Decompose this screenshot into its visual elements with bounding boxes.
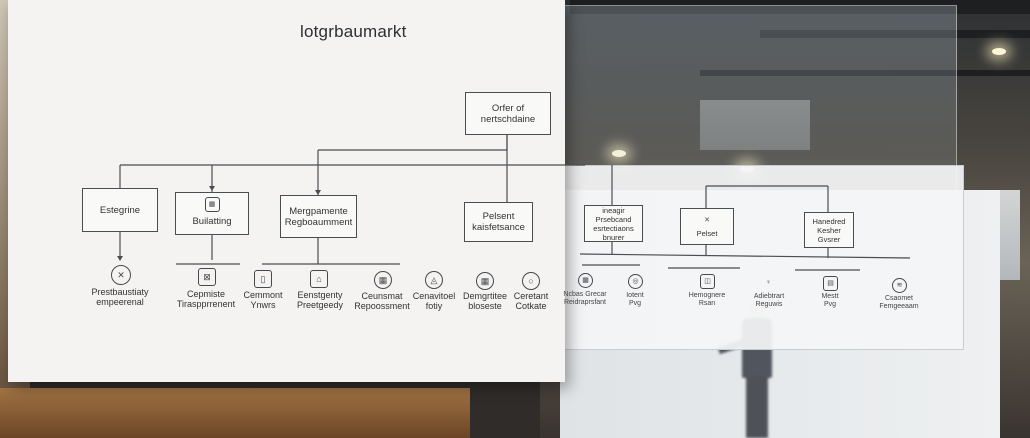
- grid-icon: ▦: [578, 273, 593, 288]
- desk: [0, 388, 470, 438]
- leaf-label-line: Ceunsmat: [361, 291, 403, 301]
- right-leaf-label: Ncbas Grecar Reidraprsfant: [560, 291, 610, 307]
- ceiling-beam: [700, 70, 1030, 76]
- fork-icon: ✕: [704, 216, 710, 224]
- cup-icon: ◫: [700, 274, 715, 289]
- leaf-label-line: Tiraspprrenent: [176, 299, 236, 309]
- leaf-label-line: Adiebtrart: [753, 293, 785, 300]
- leaf-label-line: Cotkate: [515, 301, 547, 311]
- phone-icon: ▯: [254, 270, 272, 288]
- leaf-label: Demgrtitee bloseste: [460, 291, 510, 311]
- leaf-label-line: Femgeeaam: [879, 303, 919, 310]
- ceiling-beam: [760, 30, 1030, 38]
- wifi-icon: ≋: [892, 278, 907, 293]
- globe-icon: ◎: [628, 274, 643, 289]
- ceiling-light: [992, 48, 1006, 55]
- leaf-label-line: empeerenal: [96, 297, 144, 307]
- leaf-label-line: Hemognere: [688, 292, 726, 299]
- doc-icon: ▤: [823, 276, 838, 291]
- leaf-label: Cemmont Ynwrs: [238, 290, 288, 310]
- grid2-icon: ▦: [476, 272, 494, 290]
- person-legs: [746, 376, 768, 438]
- leaf-label-line: Pvg: [823, 301, 837, 308]
- leaf-label-line: Preetgeedy: [296, 300, 344, 310]
- right-dept-label: Gvsrer: [817, 234, 841, 244]
- grid-icon: ▦: [374, 271, 392, 289]
- right-leaf-label: Csaomet Femgeeaam: [876, 295, 922, 311]
- right-dept-label: ineagir: [602, 205, 625, 215]
- leaf-label-line: Reguwis: [755, 301, 783, 308]
- dept-box-label: Mergpamente: [289, 205, 348, 217]
- chart-title: lotgrbaumarkt: [300, 22, 407, 41]
- leaf-label-line: Ceretant: [513, 291, 549, 301]
- leaf-label-line: Iotent: [626, 292, 644, 299]
- right-leaf-label: Mestt Pvg: [812, 293, 848, 309]
- leaf-label-line: Pvg: [628, 300, 642, 307]
- leaf-label-line: Cepmiste: [186, 289, 225, 299]
- dept-box-label: Regboaumment: [284, 216, 353, 228]
- leaf-label-line: Cenavitoel: [412, 291, 456, 301]
- box-icon: ⊠: [198, 268, 216, 286]
- ceiling-light: [612, 150, 626, 157]
- right-dept-box-2: ✕ Pelset: [680, 208, 734, 245]
- root-box: Orfer of nertschdaine: [465, 92, 551, 135]
- right-dept-label: esrtectiaons: [593, 223, 634, 233]
- tag-icon: ⌂: [310, 270, 328, 288]
- leaf-label-line: Cemmont: [243, 290, 283, 300]
- building-icon: ▦: [204, 196, 220, 212]
- right-leaf-label: Iotent Pvg: [616, 292, 654, 308]
- pin-icon: ◬: [425, 271, 443, 289]
- glass-partition: [560, 5, 957, 192]
- dept-box-label: Estegrine: [99, 204, 141, 216]
- leaf-label: Cepmiste Tiraspprrenent: [170, 289, 242, 309]
- leaf-label-line: Eenstgenty: [297, 290, 343, 300]
- leaf-label: Prestbaustiaty empeerenal: [80, 287, 160, 307]
- dept-box-3: Mergpamente Regboaumment: [280, 195, 357, 238]
- person-icon: ♀: [765, 279, 772, 286]
- right-dept-label: Pelset: [696, 228, 718, 238]
- dept-box-4: Pelsent kaisfetsance: [464, 202, 533, 242]
- ceiling-beam: [570, 0, 1030, 14]
- right-dept-label: Hanedred: [812, 216, 846, 226]
- leaf-label-line: Repoossment: [354, 301, 410, 311]
- leaf-label-line: bloseste: [468, 301, 502, 311]
- leaf-label-line: Reidraprsfant: [563, 299, 607, 306]
- search-icon: ○: [522, 272, 540, 290]
- right-dept-box-1: ineagir Prsebcand esrtectiaons bnurer: [584, 205, 643, 242]
- leaf-label-line: Ynwrs: [250, 300, 276, 310]
- leaf-label-line: Prestbaustiaty: [91, 287, 149, 297]
- leaf-label: Ceretant Cotkate: [508, 291, 554, 311]
- dept-box-2: ▦ Builatting: [175, 192, 249, 235]
- scissors-icon: ✕: [111, 265, 131, 285]
- right-dept-label: Kesher: [817, 225, 841, 235]
- right-dept-label: bnurer: [602, 232, 625, 242]
- dept-box-label: Pelsent: [482, 211, 515, 222]
- leaf-label: Eenstgenty Preetgeedy: [292, 290, 348, 310]
- leaf-label: Cenavitoel fotiy: [410, 291, 458, 311]
- right-leaf-label: Adiebtrart Reguwis: [746, 293, 792, 309]
- root-line-1: Orfer of: [491, 102, 525, 114]
- right-dept-label: Prsebcand: [595, 214, 632, 224]
- dept-box-label: Builatting: [192, 215, 232, 227]
- leaf-label-line: Csaomet: [884, 295, 913, 302]
- leaf-label-line: Mestt: [821, 293, 839, 300]
- dept-box-1: Estegrine: [82, 188, 158, 232]
- leaf-label-line: fotiy: [425, 301, 443, 311]
- right-dept-box-3: Hanedred Kesher Gvsrer: [804, 212, 854, 248]
- leaf-label-line: Rsan: [698, 300, 716, 307]
- leaf-label-line: Demgrtitee: [462, 291, 507, 301]
- leaf-label: Ceunsmat Repoossment: [352, 291, 412, 311]
- dept-box-label: kaisfetsance: [472, 222, 525, 233]
- root-line-2: nertschdaine: [480, 113, 536, 125]
- right-leaf-label: Hemognere Rsan: [682, 292, 732, 308]
- leaf-label-line: Ncbas Grecar: [563, 291, 607, 298]
- window: [700, 100, 810, 150]
